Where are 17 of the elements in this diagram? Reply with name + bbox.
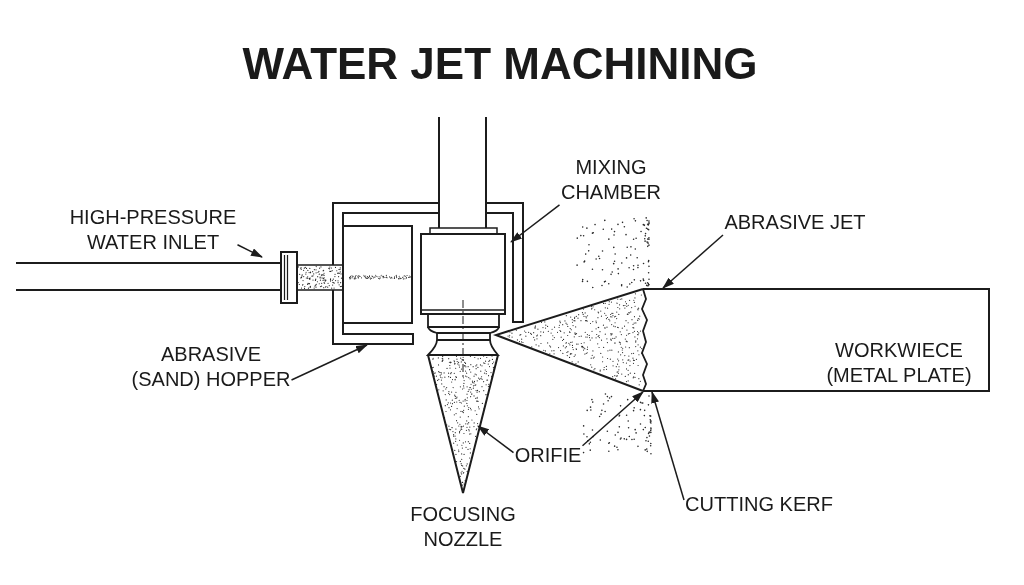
leader-line — [236, 244, 263, 258]
part-label: MIXING CHAMBER — [559, 155, 663, 205]
part-label: ABRASIVE (SAND) HOPPER — [130, 342, 292, 392]
leader-line — [290, 344, 368, 381]
leader-line — [510, 204, 561, 243]
part-label: FOCUSING NOZZLE — [409, 502, 517, 552]
part-label: HIGH-PRESSURE WATER INLET — [68, 205, 238, 255]
leader-line — [662, 234, 724, 289]
part-label: WORKWIECE (METAL PLATE) — [825, 338, 973, 388]
leader-line — [477, 425, 515, 454]
part-label: ORIFIE — [513, 443, 583, 468]
workpiece-plate — [643, 288, 990, 392]
leader-line — [581, 391, 644, 447]
leader-line — [651, 391, 685, 501]
part-label: CUTTING KERF — [684, 492, 834, 517]
part-label: ABRASIVE JET — [723, 210, 867, 235]
diagram-title: WATER JET MACHINING — [242, 38, 758, 90]
